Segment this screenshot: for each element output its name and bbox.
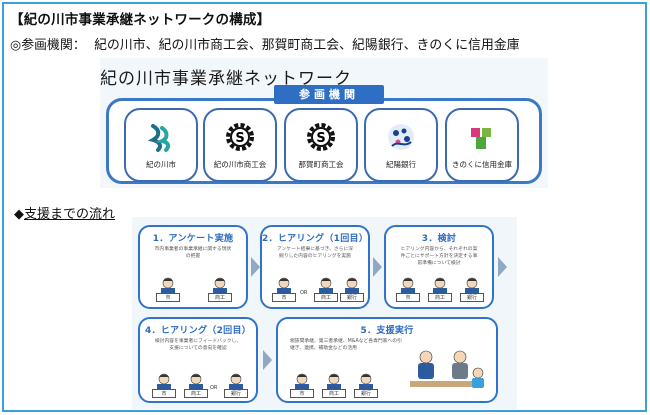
kinokuni-shinkin-logo-icon	[471, 128, 491, 149]
svg-text:S: S	[316, 131, 325, 146]
org-card-kinokawa-chamber: S 紀の川市商工会	[203, 108, 277, 182]
org-label: 紀の川市商工会	[213, 160, 267, 169]
person-icon: 商工	[184, 373, 208, 399]
org-card-kinokuni-shinkin: きのくに信用金庫	[445, 108, 519, 182]
org-card-kiyo-bank: 紀陽銀行	[364, 108, 438, 182]
chamber-gear-icon: S	[226, 123, 254, 151]
flow-step-2: 2．ヒアリング（1回目） アンケート結果に基づき、さらに深掘りした内容のヒアリン…	[260, 225, 370, 309]
org-label: 紀陽銀行	[386, 160, 416, 169]
flow-arrow-icon	[498, 257, 507, 277]
person-icon: 商工	[428, 277, 452, 303]
org-label: 那賀町商工会	[298, 160, 344, 169]
person-icon: 銀行	[224, 373, 248, 399]
person-icon: 銀行	[340, 277, 364, 303]
flow-step-1: 1．アンケート実施 市内事業者の事業承継に関する現状の把握 市 商工	[138, 225, 248, 309]
person-icon: 銀行	[354, 373, 378, 399]
flow-arrow-icon	[373, 257, 382, 277]
person-icon: 市	[156, 277, 180, 303]
person-icon: 市	[152, 373, 176, 399]
person-icon: 市	[272, 277, 296, 303]
person-icon: 商工	[322, 373, 346, 399]
person-icon: 市	[396, 277, 420, 303]
flow-step-3: 3．検討 ヒアリング内容から、それぞれの案件ごとにサポート方針を決定する事前準備…	[384, 225, 494, 309]
flow-arrow-icon	[263, 350, 272, 370]
kiyo-bank-logo-icon	[388, 124, 414, 150]
person-icon: 商工	[314, 277, 338, 303]
person-icon: 市	[290, 373, 314, 399]
org-card-naga-chamber: S 那賀町商工会	[284, 108, 358, 182]
person-icon: 商工	[208, 277, 232, 303]
flow-arrow-icon	[251, 257, 260, 277]
person-icon: 銀行	[460, 277, 484, 303]
support-meeting-illustration-icon	[410, 350, 484, 388]
org-label: きのくに信用金庫	[452, 160, 512, 169]
svg-text:S: S	[235, 131, 244, 146]
network-title: 紀の川市事業承継ネットワーク	[100, 69, 352, 89]
org-card-kinokawa-city: 紀の川市	[124, 108, 198, 182]
flow-step-4: 4．ヒアリング（2回目） 検討内容を事業者にフィードバックし、支援についての意向…	[138, 317, 258, 403]
page-title: 【紀の川市事業承継ネットワークの構成】	[10, 12, 271, 28]
chamber-gear-icon: S	[307, 123, 335, 151]
flow-section-title: ◆支援までの流れ	[14, 207, 116, 222]
flow-step-5: 5．支援実行 親族間承継、第三者承継、M&Aなど各専門家への引継ぎ、連携、補助金…	[276, 317, 498, 403]
participants-badge: 参画機関	[274, 85, 384, 104]
flow-panel: 1．アンケート実施 市内事業者の事業承継に関する現状の把握 市 商工 2．ヒアリ…	[132, 217, 517, 409]
org-label: 紀の川市	[146, 160, 176, 169]
kinokawa-city-logo-icon	[147, 124, 171, 152]
participants-line: ◎参画機関： 紀の川市、紀の川市商工会、那賀町商工会、紀陽銀行、きのくに信用金庫	[10, 38, 520, 53]
